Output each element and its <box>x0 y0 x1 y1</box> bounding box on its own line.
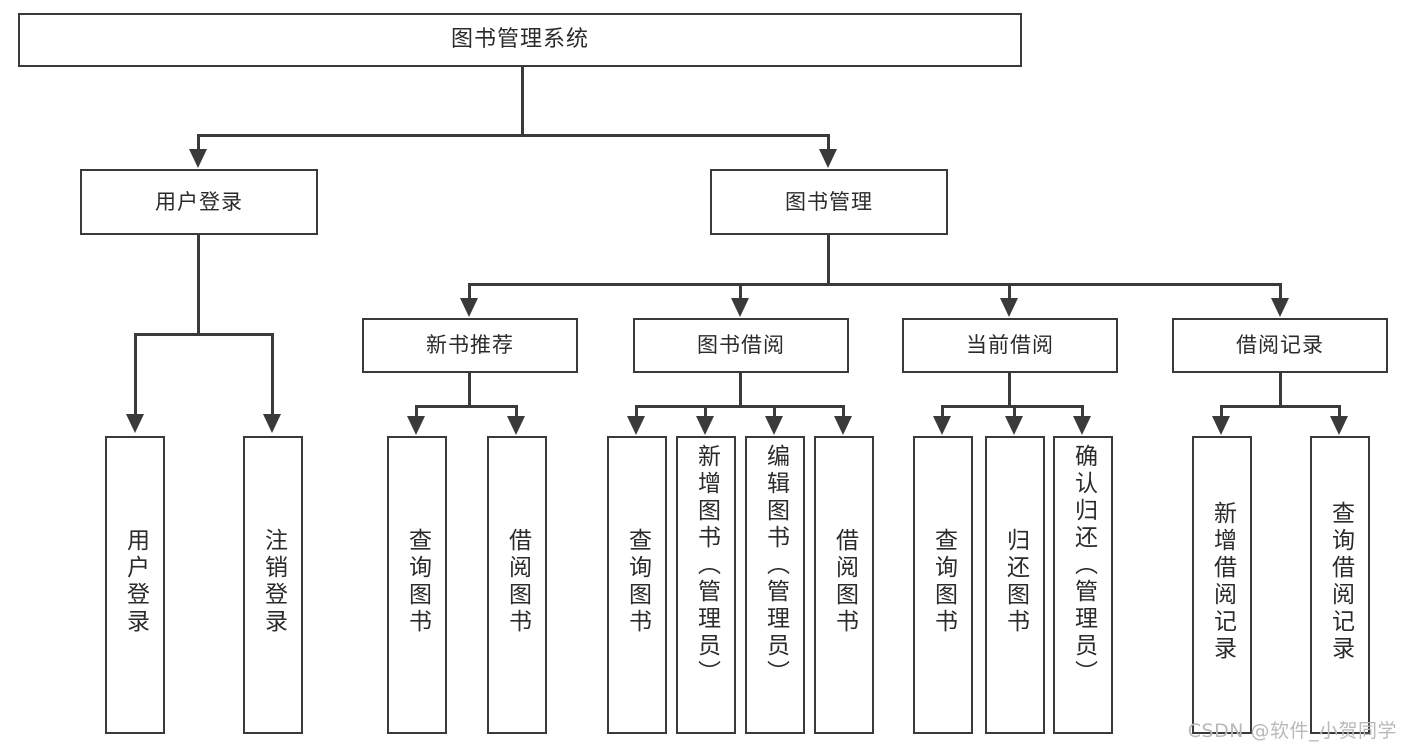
connector-drop-leaf-borrow-edit <box>773 405 776 419</box>
node-leaf-user-logout-label: 注销登录 <box>260 528 287 636</box>
node-user-login-label: 用户登录 <box>155 189 243 214</box>
connector-drop-leaf-user-login <box>134 333 137 417</box>
connector-current-borrow-stem <box>1008 373 1011 407</box>
arrowhead-leaf-user-login <box>126 414 144 433</box>
node-leaf-borrow-add[interactable]: 新增图书（管理员） <box>676 436 736 734</box>
node-leaf-rec-add-label: 新增借阅记录 <box>1209 501 1236 663</box>
connector-drop-borrow-record <box>1279 283 1282 300</box>
arrowhead-leaf-cur-confirm <box>1073 416 1091 435</box>
connector-drop-user-login <box>197 134 200 152</box>
node-leaf-cur-query[interactable]: 查询图书 <box>913 436 973 734</box>
node-leaf-user-logout[interactable]: 注销登录 <box>243 436 303 734</box>
connector-user-login-bus <box>134 333 273 336</box>
node-new-book-rec[interactable]: 新书推荐 <box>362 318 578 373</box>
connector-book-manage-stem <box>827 235 830 285</box>
node-root-label: 图书管理系统 <box>450 27 589 52</box>
connector-drop-leaf-rec-add <box>1220 405 1223 419</box>
node-leaf-borrow-query[interactable]: 查询图书 <box>607 436 667 734</box>
connector-current-borrow-bus <box>941 405 1083 408</box>
arrowhead-leaf-cur-query <box>933 416 951 435</box>
node-borrow-record[interactable]: 借阅记录 <box>1172 318 1388 373</box>
arrowhead-leaf-rec-add <box>1212 416 1230 435</box>
node-leaf-cur-confirm-label: 确认归还（管理员） <box>1070 444 1097 687</box>
node-book-manage-label: 图书管理 <box>785 189 873 214</box>
connector-drop-leaf-rec-search <box>1338 405 1341 419</box>
node-leaf-cur-confirm[interactable]: 确认归还（管理员） <box>1053 436 1113 734</box>
node-leaf-borrow-add-label: 新增图书（管理员） <box>693 444 720 687</box>
node-leaf-cur-return[interactable]: 归还图书 <box>985 436 1045 734</box>
node-leaf-cur-return-label: 归还图书 <box>1002 528 1029 636</box>
node-book-borrow-label: 图书借阅 <box>697 333 785 357</box>
connector-drop-leaf-borrow-lend <box>842 405 845 419</box>
connector-drop-leaf-cur-return <box>1013 405 1016 419</box>
connector-borrow-record-bus <box>1220 405 1339 408</box>
node-leaf-rec-borrow[interactable]: 借阅图书 <box>487 436 547 734</box>
arrowhead-leaf-borrow-lend <box>834 416 852 435</box>
arrowhead-user-login <box>189 149 207 168</box>
node-leaf-borrow-lend-label: 借阅图书 <box>831 528 858 636</box>
connector-drop-leaf-borrow-query <box>635 405 638 419</box>
arrowhead-book-manage <box>819 149 837 168</box>
arrowhead-new-book-rec <box>460 298 478 317</box>
node-leaf-cur-query-label: 查询图书 <box>930 528 957 636</box>
connector-drop-book-borrow <box>739 283 742 300</box>
connector-drop-leaf-borrow-add <box>704 405 707 419</box>
node-new-book-rec-label: 新书推荐 <box>426 333 514 357</box>
arrowhead-leaf-borrow-add <box>696 416 714 435</box>
connector-new-book-rec-stem <box>468 373 471 407</box>
node-current-borrow[interactable]: 当前借阅 <box>902 318 1118 373</box>
node-leaf-borrow-query-label: 查询图书 <box>624 528 651 636</box>
node-borrow-record-label: 借阅记录 <box>1236 333 1324 357</box>
node-leaf-borrow-edit-label: 编辑图书（管理员） <box>762 444 789 687</box>
arrowhead-leaf-cur-return <box>1005 416 1023 435</box>
connector-level2-bus <box>468 283 1282 286</box>
connector-drop-leaf-cur-query <box>941 405 944 419</box>
connector-borrow-record-stem <box>1279 373 1282 407</box>
connector-drop-book-manage <box>827 134 830 152</box>
connector-drop-leaf-rec-query <box>415 405 418 419</box>
arrowhead-leaf-rec-search <box>1330 416 1348 435</box>
connector-root-stem <box>521 67 524 136</box>
connector-user-login-stem <box>197 235 200 335</box>
connector-new-book-rec-bus <box>415 405 518 408</box>
arrowhead-current-borrow <box>1000 298 1018 317</box>
node-leaf-rec-add[interactable]: 新增借阅记录 <box>1192 436 1252 734</box>
connector-drop-current-borrow <box>1008 283 1011 300</box>
connector-drop-leaf-cur-confirm <box>1081 405 1084 419</box>
connector-book-borrow-bus <box>635 405 843 408</box>
node-current-borrow-label: 当前借阅 <box>966 333 1054 357</box>
connector-drop-new-book-rec <box>468 283 471 300</box>
node-book-borrow[interactable]: 图书借阅 <box>633 318 849 373</box>
arrowhead-leaf-user-logout <box>263 414 281 433</box>
arrowhead-leaf-rec-query <box>407 416 425 435</box>
node-leaf-rec-query-label: 查询图书 <box>404 528 431 636</box>
connector-drop-leaf-rec-borrow <box>515 405 518 419</box>
node-leaf-rec-borrow-label: 借阅图书 <box>504 528 531 636</box>
connector-drop-leaf-user-logout <box>271 333 274 417</box>
node-user-login[interactable]: 用户登录 <box>80 169 318 235</box>
connector-book-borrow-stem <box>739 373 742 407</box>
arrowhead-leaf-borrow-query <box>627 416 645 435</box>
node-leaf-rec-search-label: 查询借阅记录 <box>1327 501 1354 663</box>
node-book-manage[interactable]: 图书管理 <box>710 169 948 235</box>
arrowhead-leaf-borrow-edit <box>765 416 783 435</box>
node-root[interactable]: 图书管理系统 <box>18 13 1022 67</box>
arrowhead-leaf-rec-borrow <box>507 416 525 435</box>
node-leaf-rec-search[interactable]: 查询借阅记录 <box>1310 436 1370 734</box>
node-leaf-rec-query[interactable]: 查询图书 <box>387 436 447 734</box>
node-leaf-user-login[interactable]: 用户登录 <box>105 436 165 734</box>
arrowhead-borrow-record <box>1271 298 1289 317</box>
connector-level1-bus <box>197 134 830 137</box>
node-leaf-user-login-label: 用户登录 <box>122 528 149 636</box>
arrowhead-book-borrow <box>731 298 749 317</box>
node-leaf-borrow-edit[interactable]: 编辑图书（管理员） <box>745 436 805 734</box>
node-leaf-borrow-lend[interactable]: 借阅图书 <box>814 436 874 734</box>
